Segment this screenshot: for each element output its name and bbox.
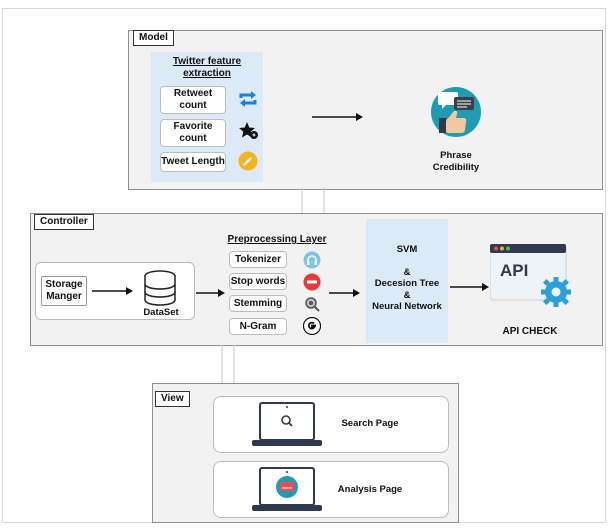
retweet-icon [239,91,257,107]
headphones-icon [303,251,321,269]
feature-label: Tweet Length [161,156,225,167]
storage-to-dataset-arrow [92,287,133,295]
preprocessing-title: Preprocessing Layer [227,234,327,245]
api-text: API [500,261,529,280]
google-icon [303,317,321,335]
view-tag: View [155,391,190,407]
controller-view-connector [221,345,235,383]
storage-manager-box: Storage Manger [41,276,87,306]
classifier-text: SVM & Decesion Tree & Neural Network [366,244,448,313]
classifier-line2: & [403,266,411,278]
feature-title-line1: Twitter feature [172,56,242,67]
classifier-box [366,219,448,343]
search-page-label: Search Page [341,418,399,429]
pencil-icon [238,151,258,171]
api-window-icon [490,244,571,307]
dataset-to-preproc-arrow [196,289,225,297]
classifier-line3: Decesion Tree [374,278,440,289]
laptop-search-icon [252,402,322,446]
storage-line2: Manger [46,291,82,302]
controller-tag: Controller [34,214,94,230]
credibility-icon [431,87,481,137]
dataset-label: DataSet [143,307,179,318]
feature-label: count [179,133,207,144]
preproc-stemming: Stemming [229,295,287,312]
preproc-tokenizer: Tokenizer [229,251,287,268]
model-arrow [312,113,363,121]
feature-retweet-count: Retweet count [160,86,226,114]
classifier-line1: SVM [396,244,418,255]
classifier-line4: & [403,289,411,301]
preproc-n-gram: N-Gram [229,318,287,335]
database-icon [144,270,176,306]
search-gear-icon [305,297,320,312]
feature-title-line2: extraction [183,68,231,79]
stop-icon [303,273,321,291]
star-icon [239,122,258,139]
credibility-label: Phrase Credibility [416,150,496,174]
feature-favorite-count: Favorite count [160,119,226,147]
classifier-to-api-arrow [450,283,489,291]
feature-tweet-length: Tweet Length [160,152,226,172]
api-check-label: API CHECK [502,326,558,337]
classifier-line5: Neural Network [372,301,442,312]
feature-label: Retweet [173,88,213,99]
credibility-line1: Phrase [440,150,472,161]
storage-line1: Storage [45,279,83,290]
credibility-line2: Credibility [432,162,480,173]
analysis-page-label: Analysis Page [337,484,403,495]
feature-extraction-title: Twitter feature extraction [151,56,263,80]
model-controller-connector [301,188,325,214]
laptop-analysis-icon [252,467,322,511]
feature-label: Favorite [173,121,213,132]
model-tag: Model [133,30,174,46]
feature-label: count [179,100,207,111]
preproc-stop-words: Stop words [229,273,287,290]
preproc-to-classifier-arrow [329,289,360,297]
